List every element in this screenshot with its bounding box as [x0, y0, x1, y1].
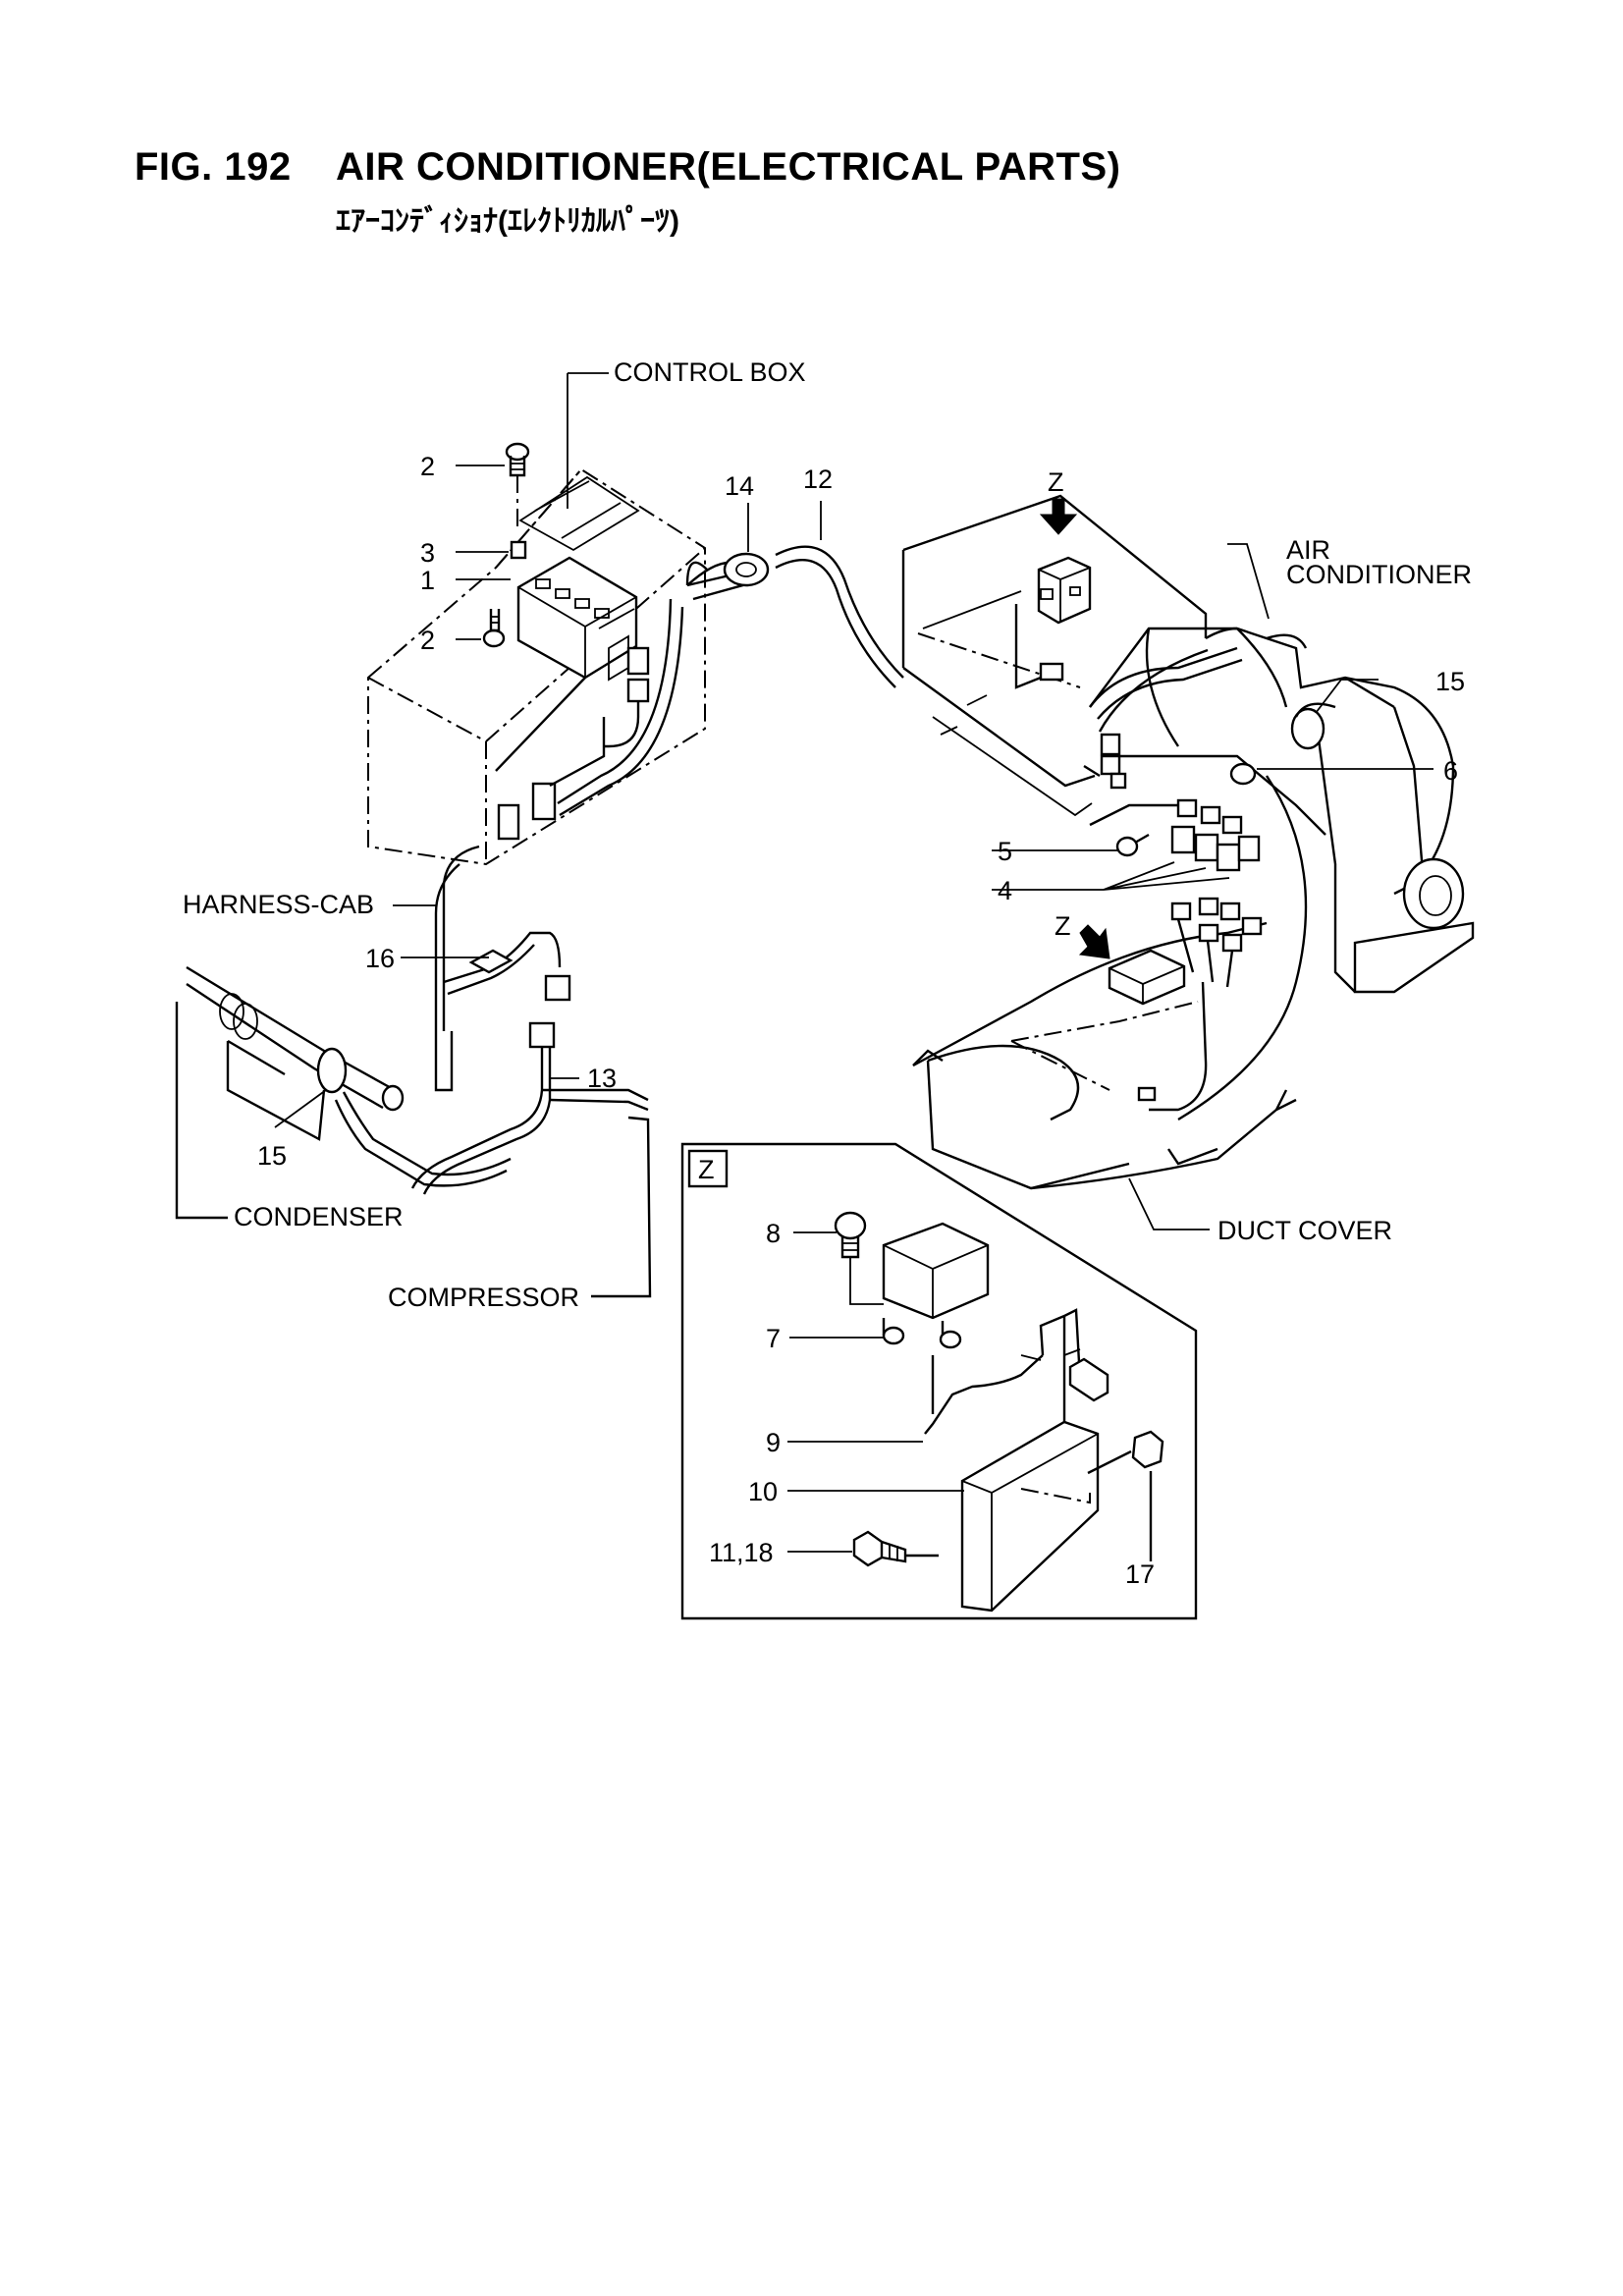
callout-4: 4: [998, 876, 1012, 905]
callout-15-right: 15: [1435, 667, 1465, 696]
condenser-drawing: [175, 965, 512, 1220]
label-duct-cover: DUCT COVER: [1217, 1216, 1392, 1245]
harness-cab-drawing: [410, 845, 649, 1195]
callout-11-18: 11,18: [709, 1538, 774, 1567]
callout-5: 5: [998, 837, 1012, 866]
callout-16: 16: [365, 944, 395, 973]
grommet-14: [723, 552, 770, 587]
text-labels: CONTROL BOX AIR CONDITIONER HARNESS-CAB …: [183, 357, 1472, 1589]
callout-2-top: 2: [420, 452, 435, 481]
label-harness-cab: HARNESS-CAB: [183, 890, 374, 919]
compressor-lead: [591, 1116, 652, 1298]
label-air-conditioner-1: AIR: [1286, 535, 1330, 565]
callout-9: 9: [766, 1428, 781, 1457]
label-condenser: CONDENSER: [234, 1202, 404, 1231]
control-box-drawing: [367, 467, 706, 866]
callout-6: 6: [1443, 756, 1458, 786]
label-control-box: CONTROL BOX: [614, 357, 806, 387]
figure-header: FIG. 192 AIR CONDITIONER(ELECTRICAL PARTS…: [135, 145, 1120, 190]
callout-12: 12: [803, 465, 833, 494]
view-z-arrow-mid: [1078, 924, 1110, 959]
screw-side: [482, 609, 506, 648]
harness-12: [557, 545, 904, 817]
air-conditioner-unit: [901, 494, 1475, 1190]
figure-title: AIR CONDITIONER(ELECTRICAL PARTS): [336, 145, 1121, 189]
callout-10: 10: [748, 1477, 778, 1506]
callout-14: 14: [725, 471, 754, 501]
callout-8: 8: [766, 1219, 781, 1248]
label-air-conditioner-2: CONDITIONER: [1286, 560, 1472, 589]
detail-z-parts: [834, 1211, 1164, 1613]
screw-top: [505, 442, 530, 530]
box-connectors: [497, 646, 650, 841]
label-compressor: COMPRESSOR: [388, 1283, 579, 1312]
figure-number: FIG. 192: [135, 145, 292, 189]
clip-part-3: [510, 540, 527, 560]
view-z-arrow-top: [1039, 498, 1078, 535]
callout-1: 1: [420, 566, 435, 595]
figure-subtitle: ｴｱｰｺﾝﾃﾞｨｼｮﾅ(ｴﾚｸﾄﾘｶﾙﾊﾟｰﾂ): [336, 205, 679, 238]
callout-3: 3: [420, 538, 435, 568]
detail-z-box: [680, 1142, 1198, 1620]
callout-13: 13: [587, 1064, 617, 1093]
callout-15-left: 15: [257, 1141, 287, 1171]
callout-2-side: 2: [420, 626, 435, 655]
leader-lines: [177, 372, 1434, 1553]
label-z-arrow-mid: Z: [1055, 911, 1071, 941]
label-view-z: Z: [698, 1155, 715, 1184]
callout-7: 7: [766, 1324, 781, 1353]
label-z-arrow-top: Z: [1048, 467, 1064, 497]
control-unit: [495, 556, 638, 772]
callout-17: 17: [1125, 1559, 1155, 1589]
